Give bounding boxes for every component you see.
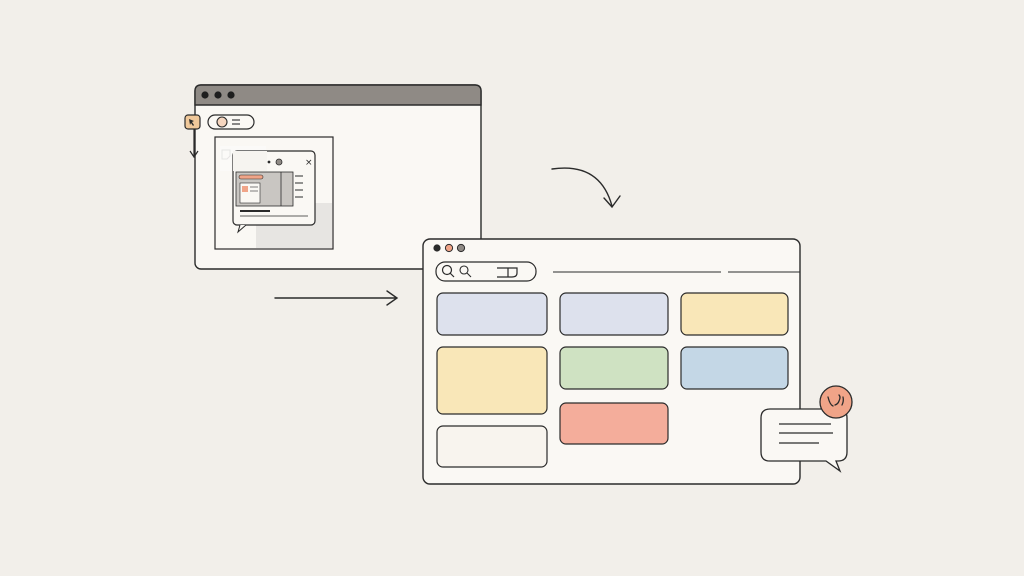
avatar-badge-icon[interactable] xyxy=(819,385,853,419)
search-icon[interactable] xyxy=(459,265,472,278)
source-dot-3[interactable] xyxy=(227,91,235,99)
curved-arrow xyxy=(551,167,621,209)
target-dot-minimize[interactable] xyxy=(444,243,454,253)
target-dot-maximize[interactable] xyxy=(456,243,466,253)
source-dot-2[interactable] xyxy=(214,91,222,99)
source-dot-1[interactable] xyxy=(201,91,209,99)
tile-yellow-1[interactable] xyxy=(680,292,789,336)
target-window xyxy=(422,238,801,485)
search-bar[interactable] xyxy=(435,261,537,282)
tile-lavender-1[interactable] xyxy=(436,292,548,336)
thumbnail-close-icon[interactable]: × xyxy=(305,158,313,168)
target-dot-close[interactable] xyxy=(433,244,441,252)
source-window-titlebar xyxy=(194,84,482,106)
tile-yellow-large[interactable] xyxy=(436,346,548,415)
screenshot-thumbnail: × xyxy=(214,136,334,250)
straight-arrow xyxy=(274,290,399,306)
search-icon[interactable] xyxy=(441,264,455,278)
tile-lavender-2[interactable] xyxy=(559,292,669,336)
source-window: × xyxy=(184,84,482,270)
thumbnail-dialog: × xyxy=(232,150,316,234)
tile-blue[interactable] xyxy=(680,346,789,390)
cursor-icon[interactable] xyxy=(184,114,201,130)
toggle-icon[interactable] xyxy=(207,114,255,130)
tile-cream[interactable] xyxy=(436,425,548,468)
tile-salmon[interactable] xyxy=(559,402,669,445)
tile-green[interactable] xyxy=(559,346,669,390)
filter-icon[interactable] xyxy=(497,267,518,278)
down-arrow-icon xyxy=(189,129,199,159)
